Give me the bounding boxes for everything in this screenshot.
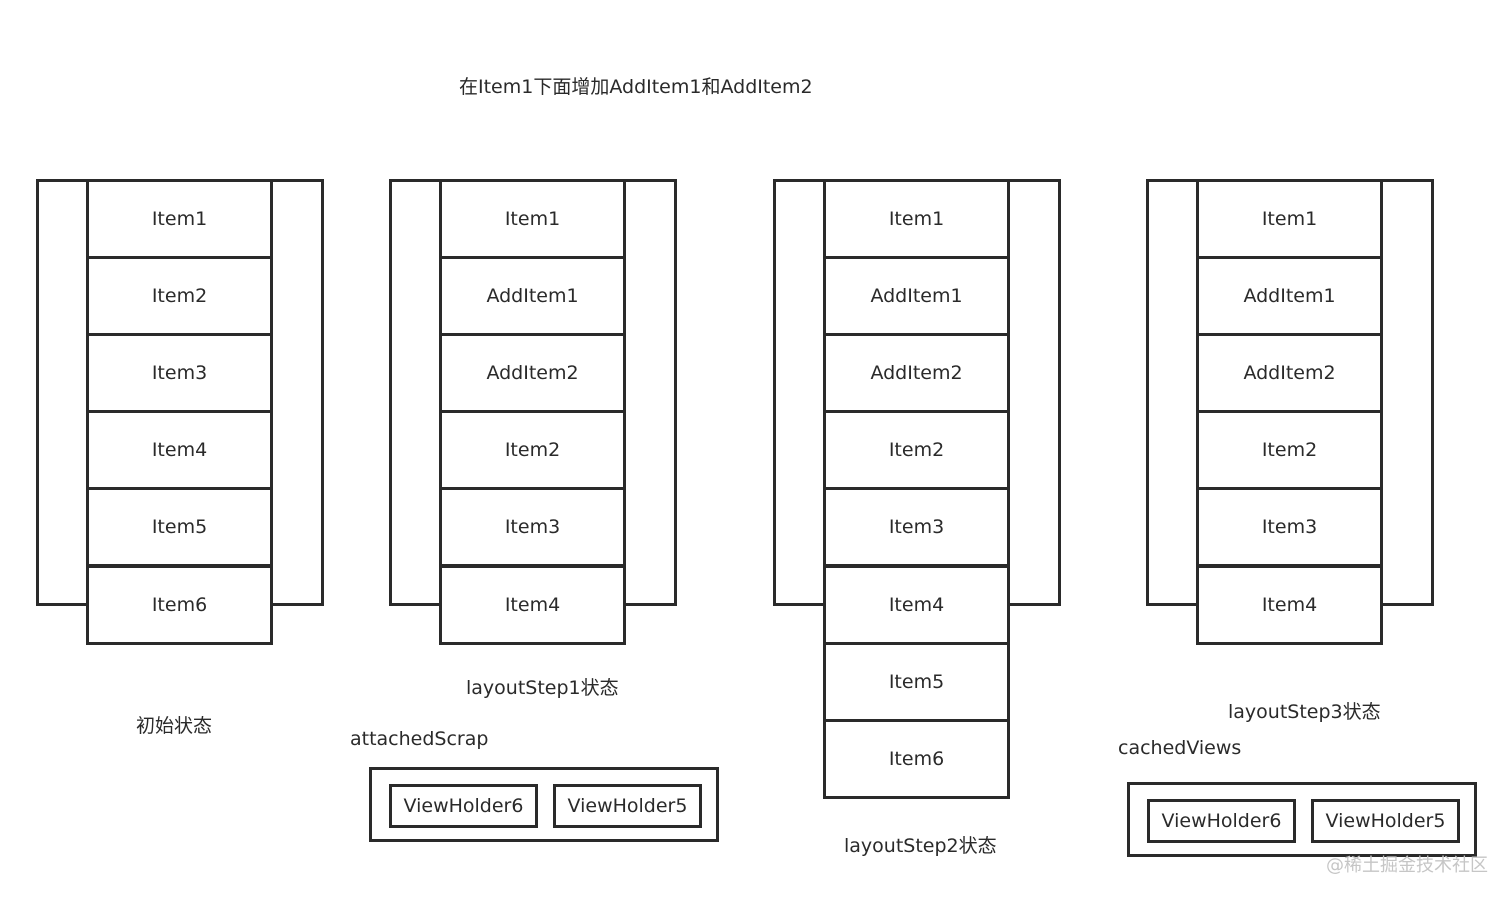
list-item: Item3 xyxy=(86,333,273,413)
list-item: AddItem1 xyxy=(1196,256,1383,336)
viewholder-box: ViewHolder6 xyxy=(1147,799,1296,843)
list-item: Item4 xyxy=(86,410,273,490)
list-item: AddItem2 xyxy=(439,333,626,413)
list-item: Item2 xyxy=(823,410,1010,490)
list-item: Item5 xyxy=(86,487,273,567)
list-item: AddItem2 xyxy=(1196,333,1383,413)
list-item: Item2 xyxy=(1196,410,1383,490)
list-item: AddItem1 xyxy=(823,256,1010,336)
list-item: Item4 xyxy=(823,565,1010,645)
list-item: Item6 xyxy=(823,719,1010,799)
list-item: Item2 xyxy=(86,256,273,336)
pool-label-cached-views: cachedViews xyxy=(1118,737,1242,759)
viewholder-box: ViewHolder6 xyxy=(389,784,538,828)
viewholder-box: ViewHolder5 xyxy=(1311,799,1460,843)
list-item: Item3 xyxy=(823,487,1010,567)
list-item: Item2 xyxy=(439,410,626,490)
watermark: @稀土掘金技术社区 xyxy=(1326,855,1488,876)
caption-step3: layoutStep3状态 xyxy=(1228,701,1381,723)
list-item: Item6 xyxy=(86,565,273,645)
list-item: Item4 xyxy=(1196,565,1383,645)
list-item: AddItem2 xyxy=(823,333,1010,413)
caption-step2: layoutStep2状态 xyxy=(844,835,997,857)
list-item: Item5 xyxy=(823,642,1010,722)
viewholder-box: ViewHolder5 xyxy=(553,784,702,828)
list-item: Item1 xyxy=(1196,179,1383,259)
attached-scrap-pool: ViewHolder6 ViewHolder5 xyxy=(369,767,719,842)
caption-initial: 初始状态 xyxy=(136,715,213,737)
list-item: Item3 xyxy=(1196,487,1383,567)
list-item: Item3 xyxy=(439,487,626,567)
diagram-title: 在Item1下面增加AddItem1和AddItem2 xyxy=(459,76,813,98)
list-item: Item1 xyxy=(439,179,626,259)
list-item: Item1 xyxy=(86,179,273,259)
list-item: Item4 xyxy=(439,565,626,645)
caption-step1: layoutStep1状态 xyxy=(466,677,619,699)
list-item: Item1 xyxy=(823,179,1010,259)
pool-label-attached-scrap: attachedScrap xyxy=(350,728,489,750)
list-item: AddItem1 xyxy=(439,256,626,336)
cached-views-pool: ViewHolder6 ViewHolder5 xyxy=(1127,782,1477,857)
